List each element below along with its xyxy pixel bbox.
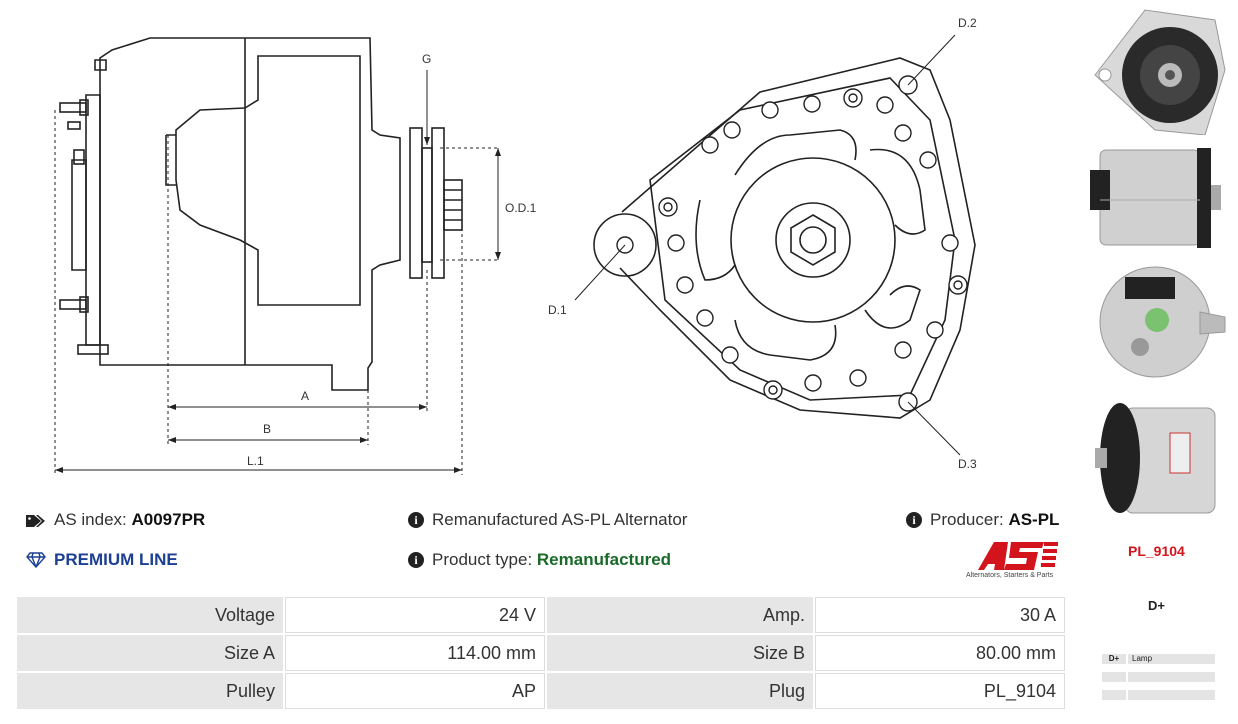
product-photo-side[interactable] [1085, 140, 1230, 255]
tags-icon [26, 513, 46, 527]
product-type-row: i Product type: Remanufactured [408, 550, 671, 570]
spec-value: 80.00 mm [815, 635, 1065, 671]
dim-label-od1: O.D.1 [505, 201, 537, 215]
dim-label-b: B [263, 422, 271, 436]
table-row [1102, 690, 1215, 700]
spec-value: PL_9104 [815, 673, 1065, 709]
dim-label-g: G [422, 52, 431, 66]
premium-line-text: PREMIUM LINE [54, 550, 178, 569]
product-photo-front[interactable] [1085, 5, 1230, 135]
producer-row: i Producer: AS-PL [906, 510, 1059, 530]
producer-value: AS-PL [1008, 510, 1060, 529]
spec-key: Amp. [547, 597, 813, 633]
producer-label: Producer: [930, 510, 1004, 529]
spec-key: Plug [547, 673, 813, 709]
terminal-label: D+ [1148, 598, 1165, 613]
title-row: i Remanufactured AS-PL Alternator [408, 510, 687, 530]
dim-label-a: A [301, 389, 309, 403]
spec-value: 24 V [285, 597, 545, 633]
info-icon: i [408, 552, 424, 568]
product-type-value: Remanufactured [536, 550, 672, 569]
as-pl-logo: AS [964, 540, 1058, 570]
spec-key: Voltage [17, 597, 283, 633]
plug-pin [1102, 672, 1126, 682]
dim-label-d1: D.1 [548, 303, 567, 317]
as-index-row: AS index: A0097PR [26, 510, 205, 530]
spec-key: Pulley [17, 673, 283, 709]
table-row: Pulley AP Plug PL_9104 [17, 673, 1065, 709]
spec-key: Size B [547, 635, 813, 671]
logo-text: AS [964, 540, 966, 541]
as-index-label: AS index: [54, 510, 127, 529]
dim-label-d2: D.2 [958, 16, 977, 30]
spec-key: Size A [17, 635, 283, 671]
plug-pin: D+ [1102, 654, 1126, 664]
product-title: Remanufactured AS-PL Alternator [432, 510, 688, 529]
dim-label-l1: L.1 [247, 454, 264, 468]
info-icon: i [906, 512, 922, 528]
plug-desc [1128, 672, 1215, 682]
table-row: Voltage 24 V Amp. 30 A [17, 597, 1065, 633]
logo-tagline: Alternators, Starters & Parts [966, 572, 1054, 579]
premium-line-badge: PREMIUM LINE [26, 550, 178, 570]
diamond-icon [26, 552, 46, 569]
plug-desc: Lamp [1128, 654, 1215, 664]
table-row: D+ Lamp [1102, 654, 1215, 664]
spec-value: AP [285, 673, 545, 709]
table-row [1102, 672, 1215, 682]
product-photo-rear[interactable] [1085, 262, 1230, 382]
technical-drawing: G O.D.1 A B L.1 D.1 D [54, 16, 977, 475]
plug-code-link[interactable]: PL_9104 [1128, 543, 1185, 559]
spec-value: 30 A [815, 597, 1065, 633]
plug-desc [1128, 690, 1215, 700]
spec-table: Voltage 24 V Amp. 30 A Size A 114.00 mm … [15, 595, 1067, 711]
spec-value: 114.00 mm [285, 635, 545, 671]
product-type-label: Product type: [432, 550, 533, 569]
table-row: Size A 114.00 mm Size B 80.00 mm [17, 635, 1065, 671]
plug-pin [1102, 690, 1126, 700]
as-index-value: A0097PR [131, 510, 206, 529]
plug-table: D+ Lamp [1102, 654, 1215, 708]
dim-label-d3: D.3 [958, 457, 977, 471]
info-icon: i [408, 512, 424, 528]
product-photo-angle[interactable] [1085, 388, 1230, 528]
